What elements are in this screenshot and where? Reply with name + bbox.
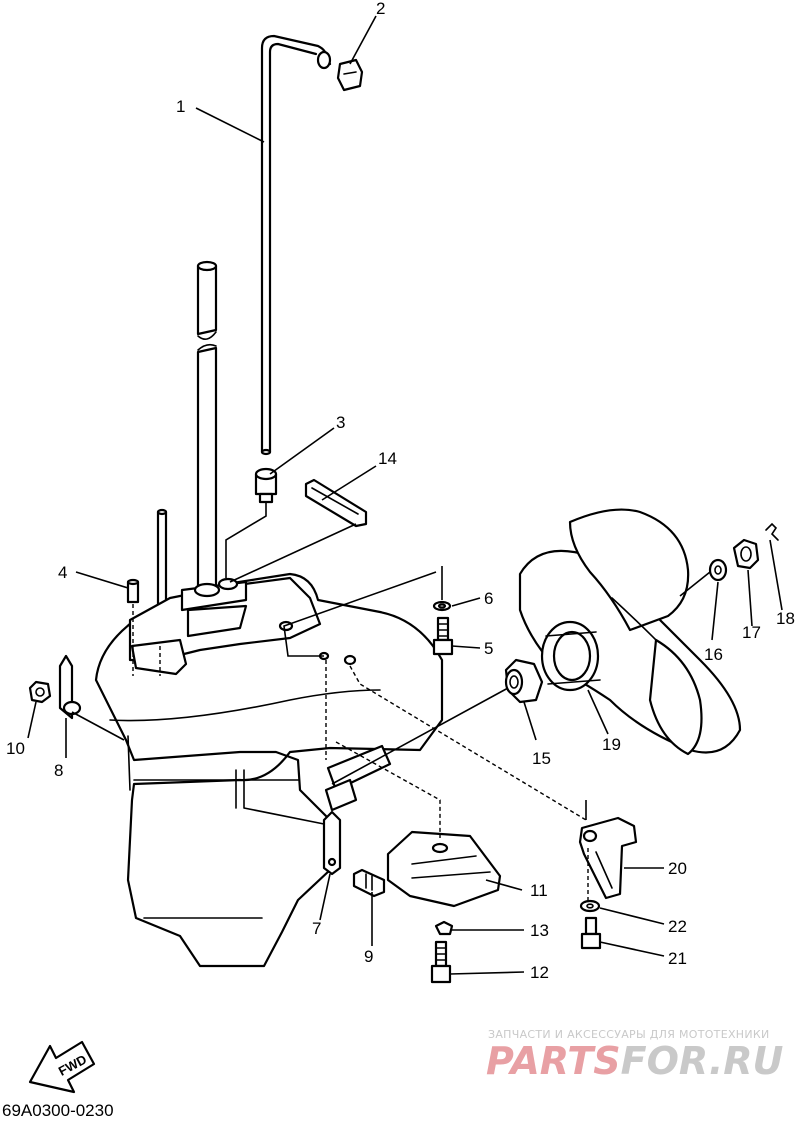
washer-13 bbox=[434, 920, 454, 936]
callout-22: 22 bbox=[668, 917, 687, 936]
fwd-arrow-icon: FWD bbox=[28, 1040, 96, 1094]
callout-3: 3 bbox=[336, 413, 345, 432]
nut-17 bbox=[732, 538, 760, 570]
plate-7 bbox=[322, 810, 342, 876]
drive-shaft bbox=[196, 260, 218, 592]
water-tube-bracket bbox=[304, 478, 368, 528]
callout-4: 4 bbox=[58, 563, 67, 582]
callout-21: 21 bbox=[668, 949, 687, 968]
watermark-logo-part1: PARTS bbox=[486, 1039, 621, 1083]
lower-case-top bbox=[128, 576, 357, 676]
water-tube bbox=[260, 34, 332, 456]
callout-1: 1 bbox=[176, 97, 185, 116]
propeller-shaft bbox=[324, 744, 392, 812]
callout-8: 8 bbox=[54, 761, 63, 780]
callout-2: 2 bbox=[376, 0, 385, 18]
callout-14: 14 bbox=[378, 449, 397, 468]
washer-6 bbox=[432, 600, 452, 612]
cotter-pin-18 bbox=[765, 522, 779, 541]
callout-17: 17 bbox=[742, 623, 761, 642]
callout-20: 20 bbox=[668, 859, 687, 878]
callout-leaders bbox=[27, 15, 783, 975]
drawing-code: 69A0300-0230 bbox=[2, 1101, 114, 1120]
callout-11: 11 bbox=[530, 881, 548, 900]
bolt-5 bbox=[432, 616, 454, 656]
washer-16 bbox=[708, 558, 728, 582]
connection-lines bbox=[71, 502, 711, 825]
assembly-lines bbox=[132, 604, 589, 902]
callout-16: 16 bbox=[704, 645, 723, 664]
callout-18: 18 bbox=[776, 609, 795, 628]
nut-10 bbox=[28, 680, 52, 704]
callout-7: 7 bbox=[312, 919, 321, 938]
trim-plate-8 bbox=[58, 654, 82, 720]
callout-9: 9 bbox=[364, 947, 373, 966]
water-tube-grommet bbox=[254, 467, 278, 504]
spacer-15 bbox=[504, 658, 544, 704]
bracket-20 bbox=[578, 816, 638, 900]
bolt-12 bbox=[430, 940, 452, 984]
washer-22 bbox=[579, 899, 601, 913]
bolt-21 bbox=[580, 916, 602, 950]
anode-11 bbox=[386, 830, 502, 908]
callout-19: 19 bbox=[602, 735, 621, 754]
callout-12: 12 bbox=[530, 963, 549, 982]
callout-10: 10 bbox=[6, 739, 25, 758]
watermark: ЗАПЧАСТИ И АКСЕССУАРЫ ДЛЯ МОТОТЕХНИКИ PA… bbox=[486, 1028, 784, 1083]
propeller bbox=[518, 508, 742, 756]
grommet bbox=[336, 58, 364, 92]
dowel-pin bbox=[126, 578, 140, 604]
watermark-logo: PARTSFOR.RU bbox=[486, 1039, 784, 1083]
callout-6: 6 bbox=[484, 589, 493, 608]
callout-5: 5 bbox=[484, 639, 493, 658]
lower-case bbox=[94, 572, 444, 968]
screw-9 bbox=[352, 868, 386, 898]
callout-15: 15 bbox=[532, 749, 551, 768]
callout-labels: 1 2 3 4 5 6 7 8 9 10 11 12 13 14 15 16 1… bbox=[6, 0, 795, 982]
callout-13: 13 bbox=[530, 921, 549, 940]
watermark-tagline: ЗАПЧАСТИ И АКСЕССУАРЫ ДЛЯ МОТОТЕХНИКИ bbox=[488, 1028, 770, 1041]
watermark-logo-part2: FOR.RU bbox=[621, 1039, 784, 1083]
